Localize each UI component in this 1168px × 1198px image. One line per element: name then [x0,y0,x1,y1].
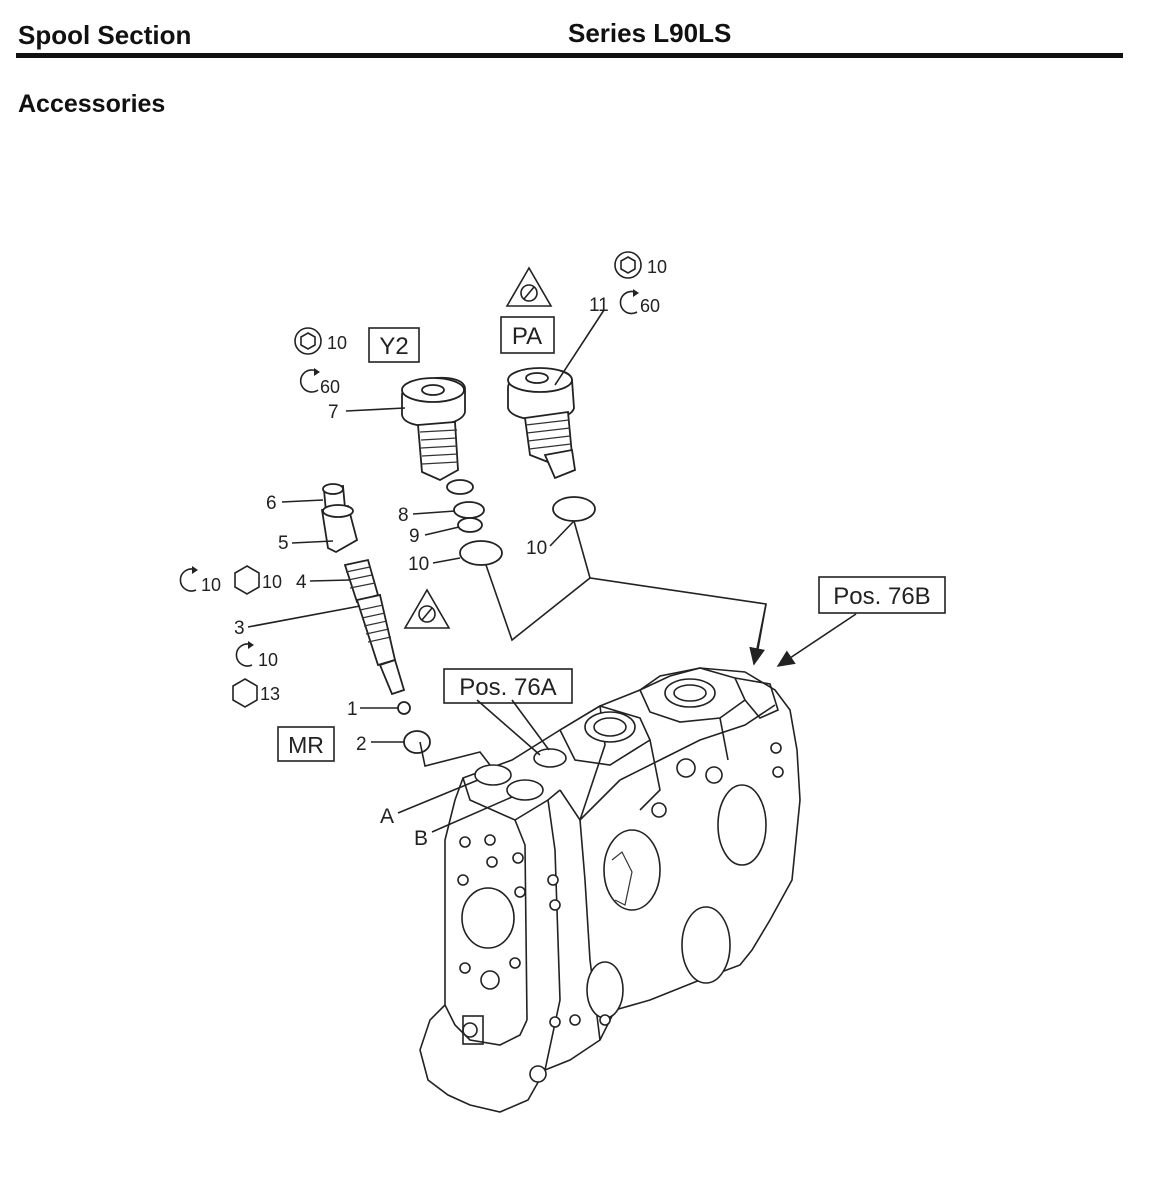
svg-text:Pos. 76A: Pos. 76A [459,674,556,701]
part-4-hex-size: 10 [262,572,282,592]
label-mr-box: MR [277,726,335,762]
parts-8-9-10-seals [453,496,596,566]
torque-arrow-icon [619,289,639,315]
label-pa-box: PA [500,316,555,354]
pa-hex-size: 10 [647,257,667,277]
header-rule [16,53,1123,58]
svg-text:PA: PA [512,323,542,350]
subsection-title: Accessories [18,90,166,118]
part-4-torque-value: 10 [201,575,221,595]
part-3-label: 3 [234,618,245,639]
valve-body [419,667,801,1113]
svg-text:MR: MR [288,732,324,758]
hex-socket-icon [614,251,642,279]
part-6-label: 6 [266,493,277,514]
pa-plug [507,367,576,480]
torque-arrow-icon [235,641,254,667]
part-5-label: 5 [278,533,289,554]
part-3-torque-value: 10 [258,650,278,670]
hex-socket-icon [294,327,322,355]
part-1-label: 1 [347,699,358,720]
torque-arrow-icon [179,566,198,592]
hex-nut-icon [234,565,260,595]
svg-text:Y2: Y2 [379,333,408,360]
y2-hex-size: 10 [327,333,347,353]
part-7-label: 7 [328,402,339,423]
port-b-label: B [414,827,428,850]
mr-valve-stack [320,483,431,754]
series-title: Series L90LS [568,18,732,48]
warning-triangle-icon [505,266,553,307]
part-3-hex-size: 13 [260,684,280,704]
part-9-label: 9 [409,526,420,547]
part-10-label-left: 10 [408,554,429,575]
part-7-plug [401,376,474,495]
section-title: Spool Section [18,20,192,50]
port-a-label: A [380,805,394,828]
pa-torque-value: 60 [640,296,660,316]
leader-lines [247,309,857,833]
part-2-label: 2 [356,734,367,755]
hex-nut-icon [232,678,258,708]
part-11-label: 11 [589,295,609,316]
part-10-label-right: 10 [526,538,547,559]
part-4-label: 4 [296,572,307,593]
label-pos76a-box: Pos. 76A [443,668,573,704]
part-number-labels: 7 6 5 4 3 1 2 8 9 10 10 11 A B [234,295,609,850]
y2-torque-value: 60 [320,377,340,397]
torque-arrow-icon [299,368,320,393]
part-8-label: 8 [398,505,409,526]
warning-triangle-icon [403,588,451,629]
label-y2-box: Y2 [368,327,420,363]
svg-text:Pos. 76B: Pos. 76B [833,583,930,610]
label-pos76b-box: Pos. 76B [818,576,946,614]
